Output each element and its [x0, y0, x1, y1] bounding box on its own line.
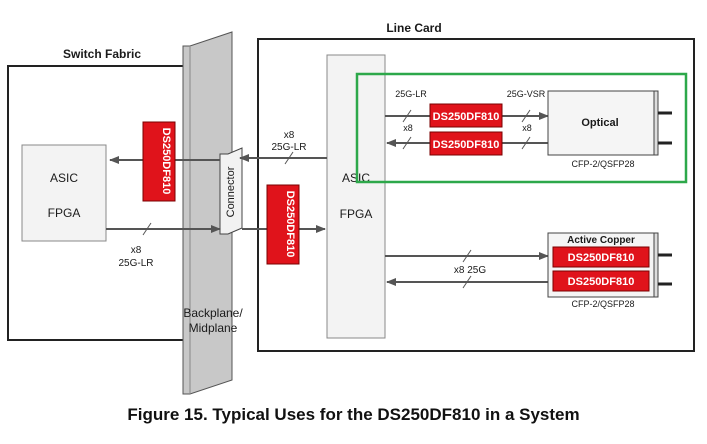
opt-lanes-left-label: x8 [403, 123, 413, 133]
copper-form-factor: CFP-2/QSFP28 [571, 299, 634, 309]
optical-module [547, 90, 655, 156]
sf-lower-slash [142, 222, 152, 236]
switch-fabric-asic-fpga-block [21, 144, 107, 242]
sf-lanes-label: x8 [131, 245, 142, 256]
copper-retimer-label-2: DS250DF810 [568, 276, 635, 288]
lc-retimer-label: DS250DF810 [284, 191, 296, 258]
opt-retimer-chip-1 [429, 103, 503, 128]
sf-retimer-chip [142, 121, 176, 202]
optical-highlight-box [355, 72, 688, 184]
opt-retimer-label-1: DS250DF810 [433, 111, 500, 123]
backplane-label-line2: Midplane [189, 321, 238, 335]
opt-retimer-chip-2 [429, 131, 503, 156]
copper-module-title: Active Copper [567, 235, 635, 246]
opt-retimer-label-2: DS250DF810 [433, 139, 500, 151]
bp-upper-slash [284, 151, 294, 165]
switch-fabric-asic-label: ASIC [50, 171, 78, 185]
copper-retimer-chip-1 [552, 246, 650, 268]
optical-module-flange [653, 90, 659, 156]
copper-module-flange [653, 232, 659, 298]
backplane-label-line1: Backplane/ [183, 306, 243, 320]
copper-link-label: x8 25G [454, 265, 486, 276]
copper-retimer-chip-2 [552, 270, 650, 292]
opt-slash-3 [521, 109, 531, 123]
connector-label: Connector [225, 166, 237, 217]
opt-slash-4 [521, 136, 531, 150]
line-card-title: Line Card [386, 21, 441, 35]
line-card-fpga-label: FPGA [340, 207, 373, 221]
optical-module-title: Optical [581, 117, 618, 129]
copper-slash-1 [462, 249, 472, 263]
opt-out-rate-label: 25G-VSR [507, 89, 546, 99]
switch-fabric-fpga-label: FPGA [48, 206, 81, 220]
sf-rate-label: 25G-LR [118, 258, 153, 269]
copper-retimer-label-1: DS250DF810 [568, 252, 635, 264]
figure-caption: Figure 15. Typical Uses for the DS250DF8… [127, 405, 580, 424]
opt-in-rate-label: 25G-LR [395, 89, 427, 99]
sf-retimer-label: DS250DF810 [160, 128, 172, 195]
opt-slash-1 [402, 109, 412, 123]
copper-slash-2 [462, 275, 472, 289]
opt-lanes-right-label: x8 [522, 123, 532, 133]
bp-rate-label: 25G-LR [271, 142, 306, 153]
switch-fabric-title: Switch Fabric [63, 47, 141, 61]
bp-lanes-label: x8 [284, 130, 295, 141]
opt-slash-2 [402, 136, 412, 150]
lc-retimer-chip [266, 184, 300, 265]
optical-form-factor: CFP-2/QSFP28 [571, 159, 634, 169]
